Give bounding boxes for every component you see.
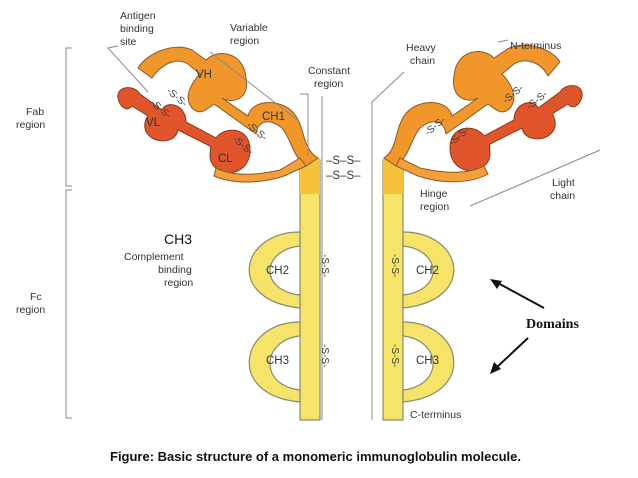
ch2-label-right: CH2 bbox=[416, 265, 439, 277]
ch2-label-left: CH2 bbox=[266, 265, 289, 277]
disulfide-ch2-left: -S-S- bbox=[319, 254, 330, 277]
light-chain-label: Light chain bbox=[550, 177, 578, 202]
c-terminus-label: C-terminus bbox=[410, 409, 461, 421]
fc-region-label: Fc region bbox=[16, 291, 45, 316]
constant-region-label: Constant region bbox=[308, 65, 353, 90]
hinge-disulfide-1: –S–S– bbox=[326, 155, 361, 167]
ch3-label-right: CH3 bbox=[416, 355, 439, 367]
fab-left-cl-tail bbox=[213, 157, 307, 183]
disulfide-ch3-right: -S-S- bbox=[389, 344, 400, 367]
fab-region-label: Fab region bbox=[16, 106, 47, 131]
disulfide-ch2-right: -S-S- bbox=[389, 254, 400, 277]
ch1-label-left: CH1 bbox=[262, 111, 285, 123]
vl-label-left: VL bbox=[146, 117, 161, 129]
fc-right-chain bbox=[382, 159, 455, 421]
figure-caption: Figure: Basic structure of a monomeric i… bbox=[110, 449, 521, 464]
hinge-region-label: Hinge region bbox=[420, 188, 450, 213]
fab-right-heavy-chain bbox=[383, 44, 561, 167]
disulfide-ch3-left: -S-S- bbox=[319, 344, 330, 367]
domains-arrows bbox=[490, 279, 545, 374]
cl-label-left: CL bbox=[218, 153, 233, 165]
fc-left-chain bbox=[248, 159, 321, 421]
antigen-binding-site-label: Antigen binding site bbox=[120, 10, 159, 48]
brackets bbox=[65, 39, 601, 420]
fab-left-heavy-chain bbox=[137, 46, 319, 167]
vh-label-left: VH bbox=[196, 69, 212, 81]
hinge-disulfide-2: –S–S– bbox=[326, 170, 361, 182]
domains-label: Domains bbox=[526, 317, 579, 332]
fab-right-cl-tail bbox=[395, 157, 489, 183]
n-terminus-label: N-terminus bbox=[510, 40, 561, 52]
ch3-top-label: CH3 bbox=[164, 231, 192, 247]
ch3-label-left: CH3 bbox=[266, 355, 289, 367]
complement-binding-region-label: Complement binding region bbox=[124, 251, 195, 289]
variable-region-label: Variable region bbox=[230, 22, 271, 47]
heavy-chain-label: Heavy chain bbox=[406, 42, 439, 67]
